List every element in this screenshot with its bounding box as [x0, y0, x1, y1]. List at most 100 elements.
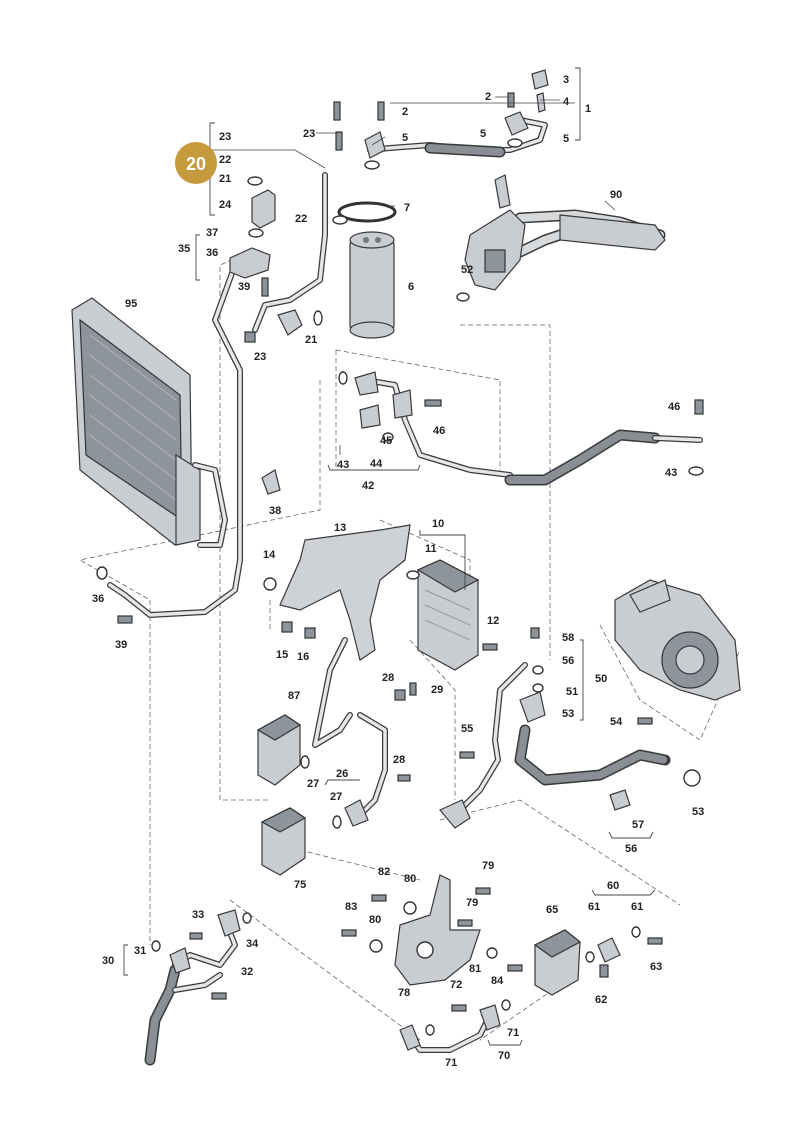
label-36: 36 — [92, 593, 104, 605]
label-43: 43 — [337, 459, 349, 471]
label-14: 14 — [263, 549, 276, 561]
sensor-75[interactable] — [260, 807, 307, 876]
sensor-87[interactable] — [256, 714, 302, 786]
label-61: 61 — [631, 901, 643, 913]
label-16: 16 — [297, 651, 309, 663]
label-43: 43 — [665, 467, 677, 479]
label-83: 83 — [345, 901, 357, 913]
label-5: 5 — [402, 132, 408, 144]
label-37: 37 — [206, 227, 218, 239]
refrigerant-lines — [107, 117, 703, 1066]
fitting-21[interactable] — [277, 309, 303, 336]
label-57: 57 — [632, 819, 644, 831]
label-71: 71 — [507, 1027, 519, 1039]
label-80: 80 — [369, 914, 381, 926]
label-6: 6 — [408, 281, 414, 293]
callout-number: 20 — [186, 154, 206, 174]
condenser[interactable] — [71, 297, 228, 548]
fitting-36[interactable] — [229, 247, 271, 279]
label-79: 79 — [482, 860, 494, 872]
label-51: 51 — [566, 686, 578, 698]
filter-cartridge[interactable] — [416, 559, 480, 671]
label-28: 28 — [382, 672, 394, 684]
label-4: 4 — [563, 96, 570, 108]
label-15: 15 — [276, 649, 288, 661]
label-33: 33 — [192, 909, 204, 921]
pipe-end-55[interactable] — [439, 799, 471, 829]
label-82: 82 — [378, 866, 390, 878]
bracket-78[interactable] — [394, 874, 481, 986]
label-56: 56 — [625, 843, 637, 855]
label-56: 56 — [562, 655, 574, 667]
label-45: 45 — [380, 435, 392, 447]
label-7: 7 — [404, 202, 410, 214]
label-65: 65 — [546, 904, 558, 916]
label-11: 11 — [425, 543, 437, 555]
label-53: 53 — [562, 708, 574, 720]
drier-clamp[interactable] — [337, 201, 397, 223]
label-52: 52 — [461, 264, 473, 276]
valve-block-44[interactable] — [354, 371, 413, 429]
label-36: 36 — [206, 247, 218, 259]
label-55: 55 — [461, 723, 473, 735]
sensor-57[interactable] — [609, 789, 631, 811]
label-23: 23 — [254, 351, 266, 363]
ac-compressor[interactable] — [614, 579, 741, 701]
fitting-30[interactable] — [169, 947, 191, 974]
mounting-bracket[interactable] — [279, 524, 411, 661]
label-29: 29 — [431, 684, 443, 696]
label-21: 21 — [305, 334, 317, 346]
label-78: 78 — [398, 987, 410, 999]
cap-3[interactable] — [531, 69, 549, 90]
fitting-62-61[interactable] — [597, 937, 621, 963]
label-46: 46 — [433, 425, 445, 437]
label-61: 61 — [588, 901, 600, 913]
label-70: 70 — [498, 1050, 510, 1062]
valve-4[interactable] — [536, 92, 546, 113]
label-46: 46 — [668, 401, 680, 413]
label-44: 44 — [370, 458, 383, 470]
label-58: 58 — [562, 632, 574, 644]
fasteners — [96, 92, 704, 1036]
label-39: 39 — [238, 281, 250, 293]
fitting-top-5[interactable] — [364, 111, 529, 159]
fitting-34[interactable] — [217, 909, 241, 937]
refrigerant-line-90[interactable] — [559, 214, 666, 251]
label-79: 79 — [466, 897, 478, 909]
fitting-24[interactable] — [251, 189, 276, 229]
label-31: 31 — [134, 945, 146, 957]
label-21: 21 — [219, 173, 231, 185]
label-62: 62 — [595, 994, 607, 1006]
label-42: 42 — [362, 480, 374, 492]
label-26: 26 — [336, 768, 348, 780]
label-38: 38 — [269, 505, 281, 517]
receiver-drier[interactable] — [349, 231, 395, 339]
label-23: 23 — [219, 131, 231, 143]
label-27: 27 — [307, 778, 319, 790]
label-10: 10 — [432, 518, 444, 530]
fitting-26[interactable] — [344, 799, 369, 827]
callout-badge-20[interactable]: 20 — [175, 142, 217, 184]
label-30: 30 — [102, 955, 114, 967]
label-81: 81 — [469, 963, 481, 975]
label-2: 2 — [485, 91, 491, 103]
label-63: 63 — [650, 961, 662, 973]
label-34: 34 — [246, 938, 259, 950]
label-87: 87 — [288, 690, 300, 702]
sensor-65[interactable] — [533, 929, 582, 996]
label-54: 54 — [610, 716, 623, 728]
label-28: 28 — [393, 754, 405, 766]
label-5: 5 — [480, 128, 486, 140]
leader-lines — [123, 67, 656, 1046]
fitting-53[interactable] — [519, 691, 546, 723]
expansion-valve-block[interactable] — [464, 174, 526, 291]
label-23: 23 — [303, 128, 315, 140]
label-95: 95 — [125, 298, 137, 310]
label-60: 60 — [607, 880, 619, 892]
label-71: 71 — [445, 1057, 457, 1069]
fitting-71[interactable] — [399, 1004, 501, 1051]
clip-38[interactable] — [261, 469, 281, 495]
label-27: 27 — [330, 791, 342, 803]
label-90: 90 — [610, 189, 622, 201]
